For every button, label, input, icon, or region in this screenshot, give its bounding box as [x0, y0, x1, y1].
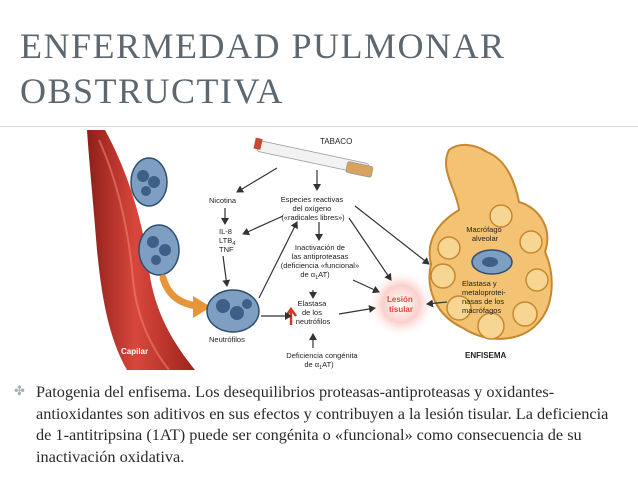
nicotina-label: Nicotina [209, 196, 237, 205]
inactivacion-line: las antiproteasas [292, 252, 349, 261]
lesion-tisular-label: Lesión tisular [387, 295, 415, 314]
elastasa-neutrofilos-label: Elastasa de los neutrófilos [296, 299, 331, 326]
mediador-il8: IL-8 [219, 227, 232, 236]
alveolar-macrophage [471, 249, 513, 275]
elastasa-macro-line: macrófagos [462, 306, 501, 315]
elastasa-macro-line: metaloprotei- [462, 288, 506, 297]
migration-arrowhead [193, 296, 211, 318]
alpha-subscript: 1 [315, 275, 318, 281]
macrofago-line: Macrófago [466, 225, 501, 234]
pathway-arrows [221, 167, 448, 348]
elastasa-line: Elastasa [298, 299, 328, 308]
arrow-tabaco-nicotina [236, 167, 278, 193]
macrofago-label: Macrófago alveolar [466, 225, 504, 243]
especies-line: Especies reactivas [281, 195, 344, 204]
especies-line: («radicales libres») [281, 213, 345, 222]
neutrofilos-label: Neutrófilos [209, 335, 245, 344]
emphysematous-lung [428, 144, 553, 340]
neutrophil-tissue [206, 289, 260, 333]
bullet-text: Patogenia del enfisema. Los desequilibri… [36, 382, 609, 466]
migration-arrow [159, 274, 201, 310]
elastasa-line: de los [302, 308, 322, 317]
mediadores-label: IL-8 LTB4 TNF [219, 227, 237, 254]
figure-svg: Capilar Neutrófilos TABACO Nicotina Espe… [87, 130, 553, 370]
capillary-highlight [98, 139, 170, 370]
lesion-line: tisular [389, 305, 413, 314]
alpha-subscript: 1 [319, 365, 322, 370]
neutrophil-in-vessel-1 [130, 157, 168, 207]
tissue-injury-glow [367, 270, 435, 338]
arrow-especies-lesion [348, 217, 392, 281]
macrofago-line: alveolar [472, 234, 499, 243]
especies-line: del oxígeno [293, 204, 332, 213]
especies-reactivas-label: Especies reactivas del oxígeno («radical… [281, 195, 346, 222]
elastasa-macrofagos-label: Elastasa y metaloprotei- nasas de los ma… [462, 279, 508, 315]
deficiencia-line: de α [304, 360, 319, 369]
lesion-line: Lesión [387, 295, 413, 304]
mediador-ltb: LTB [219, 236, 232, 245]
arrow-elastasa-lesion [338, 305, 376, 315]
mediador-tnf: TNF [219, 245, 234, 254]
title-divider [0, 126, 638, 127]
deficiencia-label: Deficiencia congénita de α1AT) [286, 351, 359, 370]
tabaco-label: TABACO [320, 137, 352, 146]
cigarette-icon [253, 137, 374, 178]
deficiencia-line: Deficiencia congénita [286, 351, 358, 360]
neutrophil-in-vessel-2 [138, 224, 180, 276]
arrow-especies-mediadores [242, 215, 284, 236]
enfisema-label: ENFISEMA [465, 351, 507, 360]
inactivacion-line: de α [300, 270, 315, 279]
inactivacion-line: (deficiencia «funcional» [281, 261, 359, 270]
slide-title: ENFERMEDAD PULMONAR OBSTRUCTIVA [20, 26, 506, 111]
inactivacion-line: Inactivación de [295, 243, 345, 252]
alpha-suffix: AT) [318, 270, 330, 279]
elastasa-macro-line: Elastasa y [462, 279, 497, 288]
inactivacion-label: Inactivación de las antiproteasas (defic… [281, 243, 361, 281]
arrow-macrofagos-lesion [426, 299, 448, 308]
emphysema-pathogenesis-figure: Capilar Neutrófilos TABACO Nicotina Espe… [87, 130, 553, 370]
alpha-suffix: AT) [322, 360, 334, 369]
capilar-label: Capilar [121, 347, 148, 356]
cross-bullet-icon: ✤ [14, 384, 25, 399]
elastasa-macro-line: nasas de los [462, 297, 504, 306]
ltb-subscript: 4 [232, 241, 235, 247]
arrow-inactivacion-lesion [352, 279, 380, 294]
arrow-especies-macrofago [354, 205, 430, 265]
arrow-neutrofilos-especies [258, 221, 298, 299]
elastasa-line: neutrófilos [296, 317, 331, 326]
arrow-mediadores-neutrofilos [222, 255, 231, 287]
increase-arrow-icon [284, 306, 298, 325]
bullet-item: ✤ Patogenia del enfisema. Los desequilib… [14, 381, 624, 467]
